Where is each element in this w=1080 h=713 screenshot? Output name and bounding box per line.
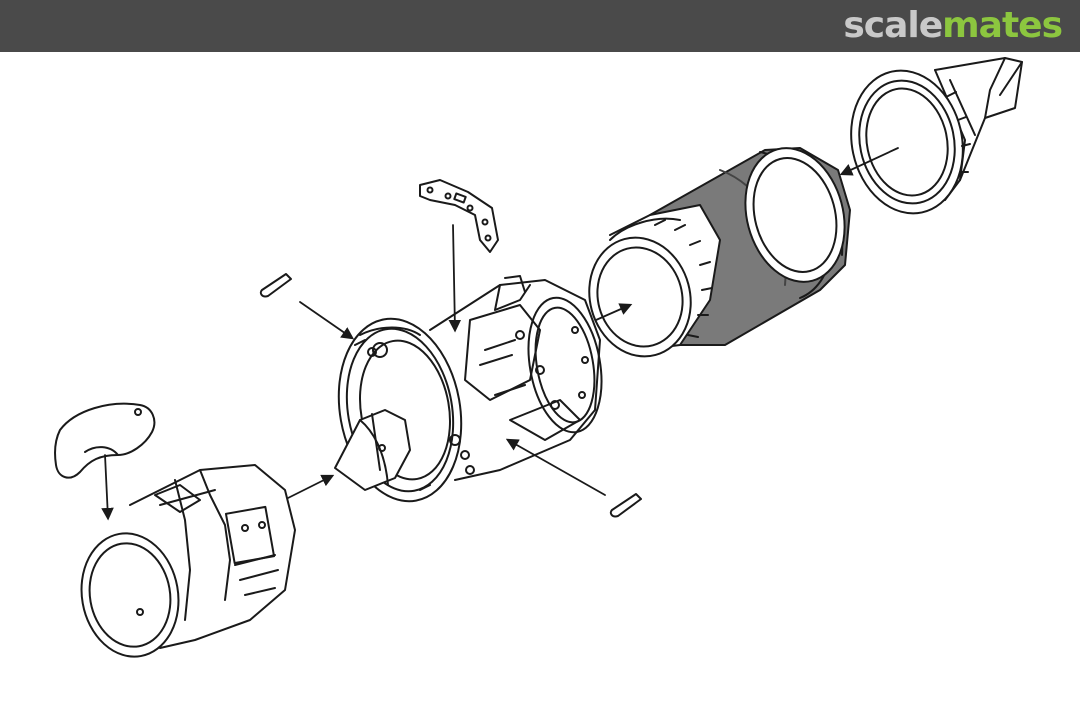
- arrow-compressor-to-turbine: [595, 303, 633, 321]
- assembly-arrows: [101, 147, 899, 521]
- header-bar: scalemates: [0, 0, 1080, 52]
- small-pin-right-part: [609, 493, 642, 518]
- turbine-section-part: [588, 147, 851, 358]
- exhaust-nozzle-part: [850, 57, 1023, 215]
- top-plate-part: [419, 179, 499, 253]
- arrow-cover-to-intake: [101, 454, 114, 521]
- arrow-pin-to-compressor: [505, 438, 606, 496]
- exploded-engine-drawing: [54, 57, 1023, 658]
- logo-text-scale: scale: [843, 5, 943, 46]
- arrow-pin-to-ring: [299, 301, 355, 340]
- arrow-intake-to-cone: [287, 474, 335, 499]
- intake-section-part: [80, 464, 296, 658]
- intake-cover-part: [54, 402, 156, 479]
- arrow-plate-to-compressor: [448, 224, 462, 333]
- scalemates-logo[interactable]: scalemates: [843, 5, 1063, 46]
- arrow-nozzle-to-turbine: [839, 147, 899, 176]
- logo-text-mates: mates: [942, 5, 1063, 46]
- compressor-section-part: [334, 275, 603, 503]
- small-pin-left-part: [259, 273, 292, 298]
